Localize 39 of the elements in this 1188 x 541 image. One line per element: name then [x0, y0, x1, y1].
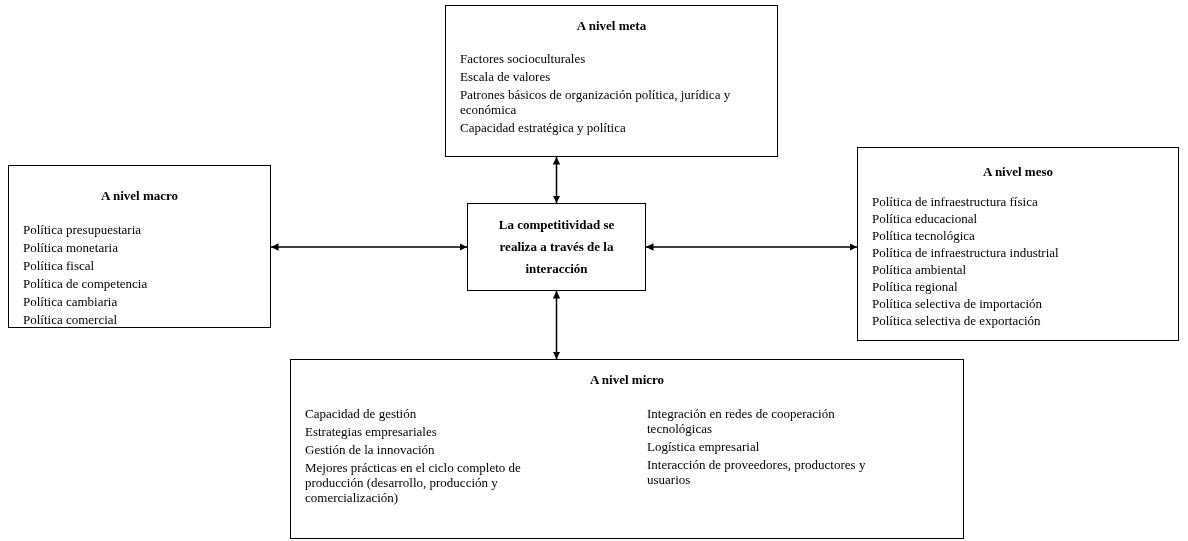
- double-arrow: [270, 243, 468, 251]
- list-item: Política de competencia: [23, 276, 149, 291]
- level-box: [857, 147, 1179, 341]
- list-item: Política selectiva de importación: [872, 296, 1044, 311]
- level-heading: A nivel meso: [981, 164, 1055, 179]
- list-item: Política selectiva de exportación: [872, 313, 1042, 328]
- list-item: Política monetaria: [23, 240, 119, 255]
- list-item: Política de infraestructura industrial: [872, 245, 1060, 260]
- double-arrow: [552, 156, 561, 204]
- list-item: Integración en redes de cooperación tecnológicas: [647, 406, 836, 436]
- list-item: Patrones básicos de organización política, jurídica y económica: [460, 87, 732, 117]
- level-box: [8, 165, 271, 328]
- list-item: Gestión de la innovación: [305, 442, 436, 457]
- level-heading: A nivel micro: [588, 372, 666, 387]
- list-item: Logística empresarial: [647, 439, 761, 454]
- list-item: Capacidad estratégica y política: [460, 120, 627, 135]
- level-box: [445, 5, 778, 157]
- list-item: Política educacional: [872, 211, 979, 226]
- list-item: Política tecnológica: [872, 228, 976, 243]
- list-item: Política comercial: [23, 312, 119, 327]
- list-item: Interacción de proveedores, productores y usuarios: [647, 457, 867, 487]
- list-item: Política de infraestructura física: [872, 194, 1039, 209]
- list-item: Política ambiental: [872, 262, 968, 277]
- level-box: [290, 359, 964, 539]
- double-arrow: [645, 243, 858, 251]
- list-item: Política presupuestaria: [23, 222, 143, 237]
- central-box: [467, 203, 646, 291]
- level-heading: A nivel macro: [100, 188, 179, 203]
- central-text: La competitividad se realiza a través de la interacción: [497, 216, 616, 278]
- list-item: Escala de valores: [460, 69, 552, 84]
- level-heading: A nivel meta: [575, 18, 648, 33]
- list-item: Estrategias empresariales: [305, 424, 438, 439]
- list-item: Capacidad de gestión: [305, 406, 418, 421]
- list-item: Política fiscal: [23, 258, 96, 273]
- list-item: Factores socioculturales: [460, 51, 587, 66]
- list-item: Política regional: [872, 279, 959, 294]
- list-item: Mejores prácticas en el ciclo completo de producción (desarrollo, producción y comercialización): [305, 460, 522, 505]
- double-arrow: [552, 290, 561, 360]
- list-item: Política cambiaria: [23, 294, 119, 309]
